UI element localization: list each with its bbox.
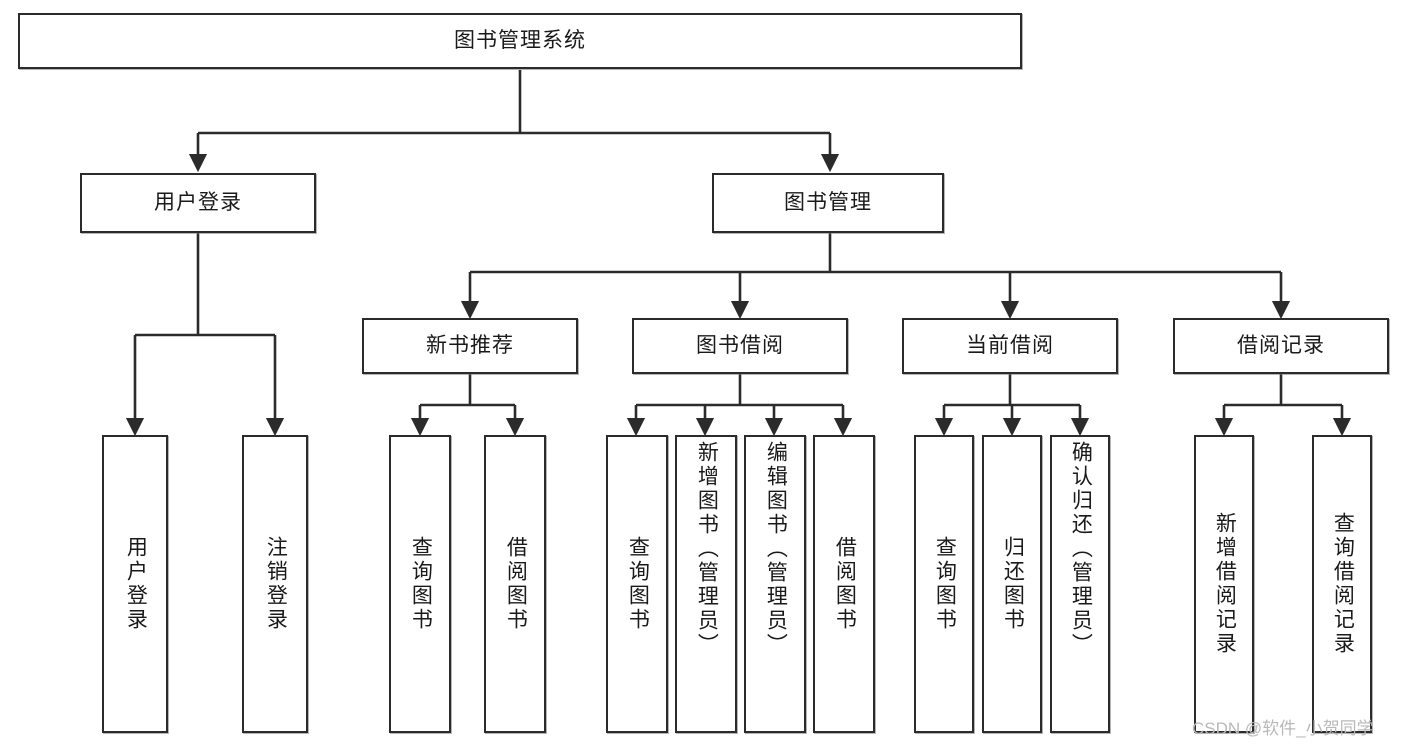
node-new-book-recommend-label: 新书推荐	[426, 333, 514, 357]
leaf-current-borrow-confirm-label: 确认归还（管理员）	[1069, 441, 1093, 657]
leaf-current-borrow-query[interactable]: 查询图书	[914, 435, 974, 733]
leaf-borrow-record-query[interactable]: 查询借阅记录	[1312, 435, 1372, 733]
watermark: CSDN @软件_小贺同学	[1192, 719, 1374, 738]
node-book-manage-label: 图书管理	[784, 190, 872, 214]
leaf-user-login-login-label: 用户登录	[124, 536, 148, 632]
leaf-current-borrow-query-label: 查询图书	[933, 536, 957, 632]
leaf-borrow-record-add[interactable]: 新增借阅记录	[1194, 435, 1254, 733]
leaf-borrow-record-query-label: 查询借阅记录	[1331, 512, 1355, 656]
node-root-label: 图书管理系统	[454, 28, 586, 52]
leaf-new-book-query-label: 查询图书	[409, 536, 433, 632]
leaf-new-book-borrow[interactable]: 借阅图书	[484, 435, 546, 733]
leaf-book-borrow-add-label: 新增图书（管理员）	[695, 441, 719, 657]
leaf-user-login-logout[interactable]: 注销登录	[242, 435, 308, 733]
leaf-book-borrow-borrow-label: 借阅图书	[833, 536, 857, 632]
node-book-manage[interactable]: 图书管理	[712, 173, 944, 233]
leaf-book-borrow-add[interactable]: 新增图书（管理员）	[675, 435, 737, 733]
node-user-login-label: 用户登录	[154, 190, 242, 214]
node-book-borrow-label: 图书借阅	[696, 333, 784, 357]
leaf-new-book-borrow-label: 借阅图书	[504, 536, 528, 632]
leaf-borrow-record-add-label: 新增借阅记录	[1213, 512, 1237, 656]
leaf-book-borrow-edit[interactable]: 编辑图书（管理员）	[744, 435, 806, 733]
leaf-current-borrow-return[interactable]: 归还图书	[982, 435, 1042, 733]
leaf-current-borrow-return-label: 归还图书	[1001, 536, 1025, 632]
leaf-book-borrow-query-label: 查询图书	[626, 536, 650, 632]
node-user-login[interactable]: 用户登录	[80, 173, 316, 233]
node-current-borrow-label: 当前借阅	[966, 333, 1054, 357]
leaf-user-login-login[interactable]: 用户登录	[102, 435, 168, 733]
node-current-borrow[interactable]: 当前借阅	[902, 318, 1118, 374]
node-borrow-record[interactable]: 借阅记录	[1173, 318, 1389, 374]
node-new-book-recommend[interactable]: 新书推荐	[362, 318, 578, 374]
leaf-book-borrow-query[interactable]: 查询图书	[606, 435, 668, 733]
node-root[interactable]: 图书管理系统	[18, 13, 1022, 69]
node-book-borrow[interactable]: 图书借阅	[632, 318, 848, 374]
leaf-new-book-query[interactable]: 查询图书	[389, 435, 451, 733]
node-borrow-record-label: 借阅记录	[1237, 333, 1325, 357]
leaf-user-login-logout-label: 注销登录	[264, 536, 288, 632]
leaf-current-borrow-confirm[interactable]: 确认归还（管理员）	[1050, 435, 1110, 733]
leaf-book-borrow-borrow[interactable]: 借阅图书	[813, 435, 875, 733]
leaf-book-borrow-edit-label: 编辑图书（管理员）	[764, 441, 788, 657]
